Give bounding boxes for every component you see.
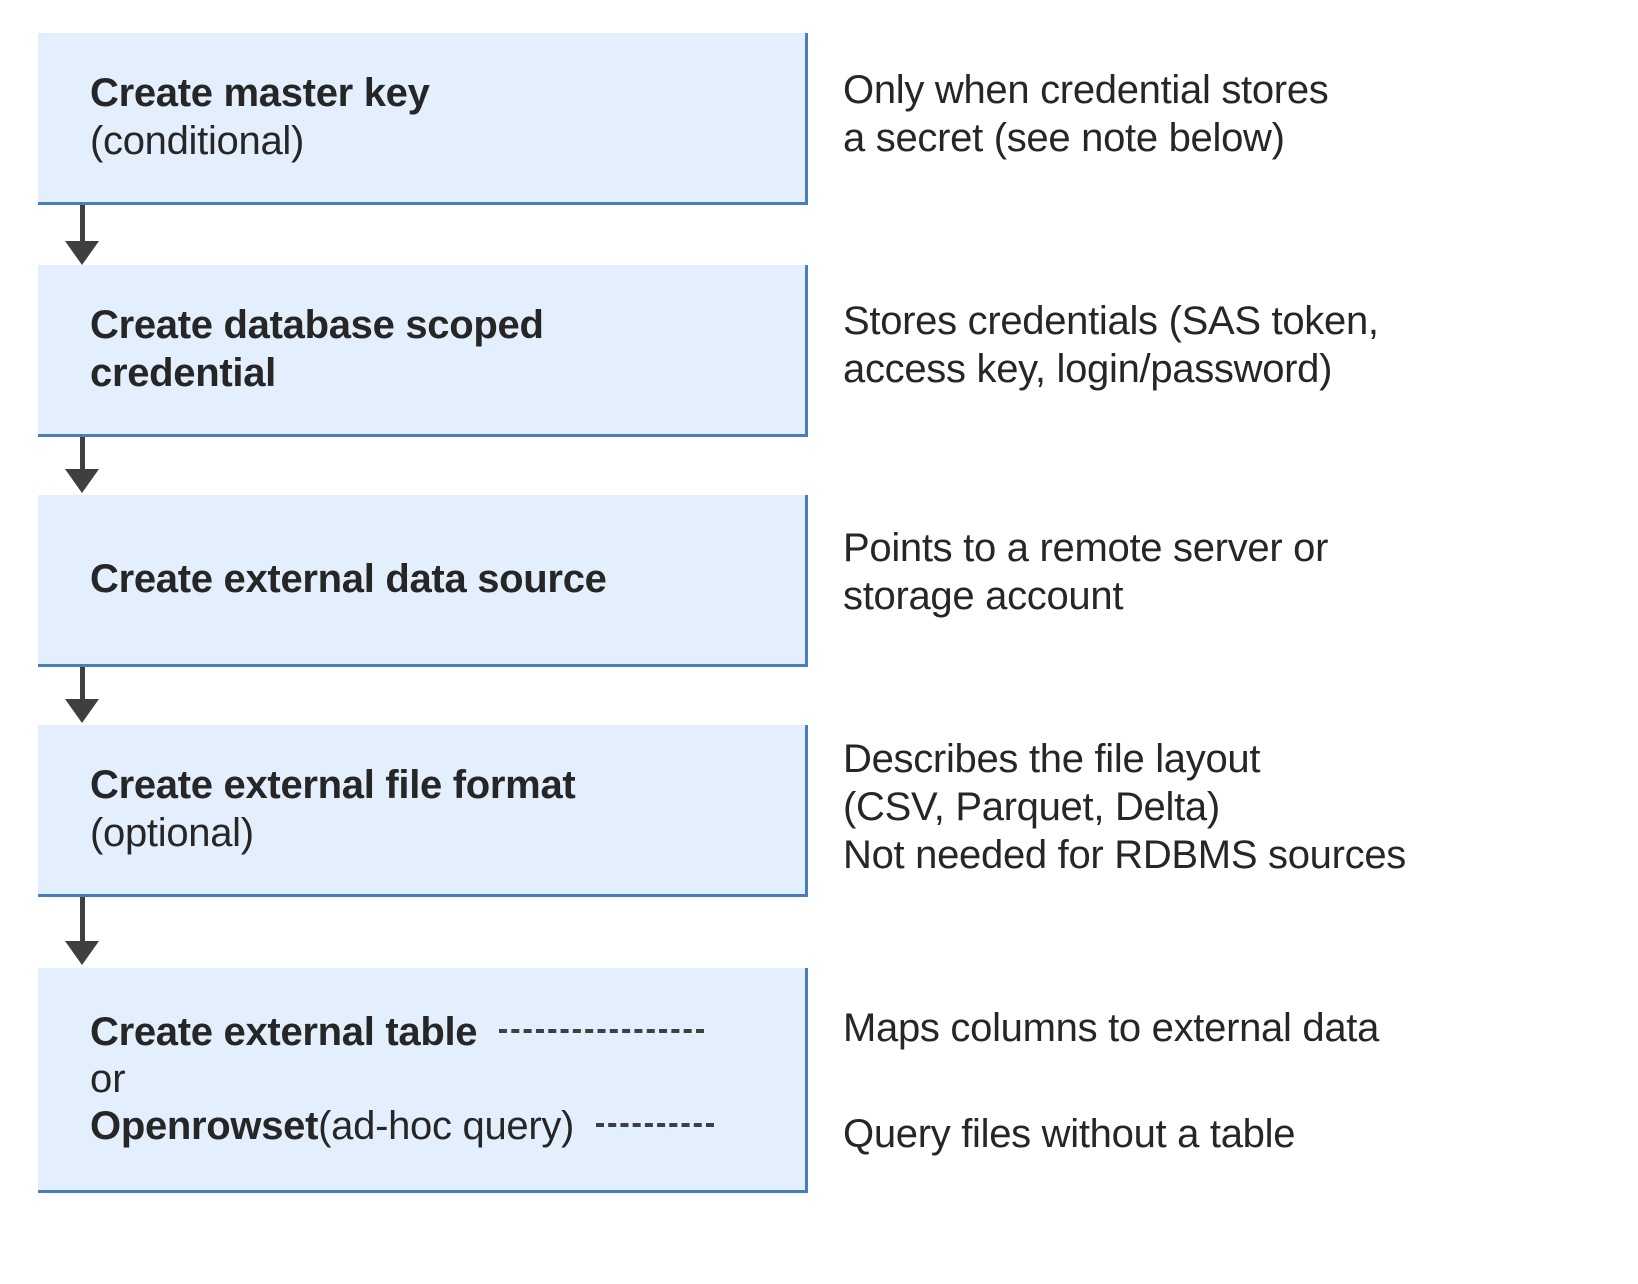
step-suffix-openrowset: (ad-hoc query)	[318, 1103, 575, 1148]
or-label: or	[90, 1056, 126, 1101]
note-master-key: Only when credential stores a secret (se…	[843, 68, 1329, 160]
note-external-table: Maps columns to external data	[843, 1006, 1380, 1050]
step-box-external-file-format[interactable]: Create external file format (optional)	[38, 725, 808, 897]
dashed-connector-openrowset	[596, 1122, 715, 1127]
option-create-external-table[interactable]: Create external table	[90, 1008, 791, 1057]
step-box-external-table-or-openrowset[interactable]: Create external table or Openrowset (ad-…	[38, 968, 808, 1193]
note-external-data-source: Points to a remote server or storage acc…	[843, 526, 1329, 618]
note-external-file-format: Describes the file layout (CSV, Parquet,…	[843, 737, 1406, 877]
step-title-openrowset: Openrowset	[90, 1103, 319, 1148]
step-subtitle-master-key: (conditional)	[90, 118, 304, 163]
step-title-external-file-format: Create external file format	[90, 763, 576, 808]
arrow-shaft	[80, 667, 85, 701]
step-title-external-data-source: Create external data source	[90, 556, 607, 601]
arrow-head	[65, 469, 99, 493]
arrow-head	[65, 699, 99, 723]
step-title-master-key: Create master key	[90, 71, 430, 116]
note-scoped-credential: Stores credentials (SAS token, access ke…	[843, 299, 1379, 391]
step-title-scoped-credential: Create database scoped credential	[90, 303, 544, 395]
option-openrowset[interactable]: Openrowset (ad-hoc query)	[90, 1102, 791, 1151]
option-separator-or: or	[90, 1057, 791, 1102]
dashed-connector-table	[499, 1028, 705, 1033]
step-box-master-key[interactable]: Create master key (conditional)	[38, 33, 808, 205]
step-box-external-data-source[interactable]: Create external data source	[38, 495, 808, 667]
arrow-head	[65, 241, 99, 265]
arrow-shaft	[80, 437, 85, 471]
step-subtitle-external-file-format: (optional)	[90, 810, 254, 855]
arrow-shaft	[80, 205, 85, 243]
arrow-head	[65, 941, 99, 965]
step-title-external-table: Create external table	[90, 1009, 478, 1054]
note-openrowset: Query files without a table	[843, 1112, 1296, 1156]
step-box-scoped-credential[interactable]: Create database scoped credential	[38, 265, 808, 437]
arrow-shaft	[80, 897, 85, 943]
